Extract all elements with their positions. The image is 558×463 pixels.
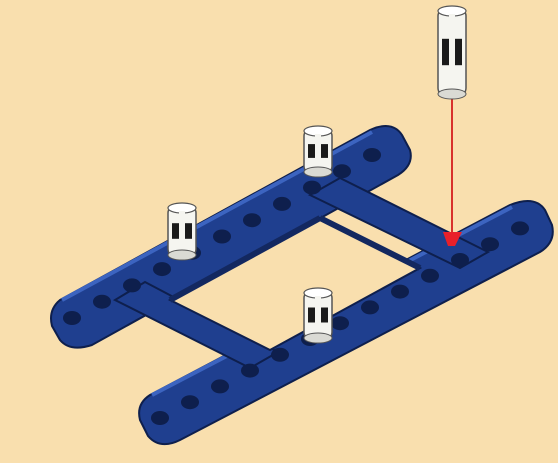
beam-hole xyxy=(481,237,499,251)
beam-hole xyxy=(93,295,111,309)
pin-icon xyxy=(304,288,332,343)
beam-hole xyxy=(123,278,141,292)
beam-hole xyxy=(421,269,439,283)
pin-icon xyxy=(168,203,196,260)
beam-hole xyxy=(333,164,351,178)
beam-hole xyxy=(213,230,231,244)
beam-hole xyxy=(331,316,349,330)
beam-hole xyxy=(271,348,289,362)
beam-hole xyxy=(241,364,259,378)
beam-hole xyxy=(303,181,321,195)
beam-hole xyxy=(361,300,379,314)
floating-pin-icon xyxy=(438,6,466,99)
pin-icon xyxy=(438,6,466,99)
beam-hole xyxy=(243,213,261,227)
pin-icon xyxy=(304,126,332,177)
beam-hole xyxy=(511,221,529,235)
beam-hole xyxy=(151,411,169,425)
beam-hole xyxy=(363,148,381,162)
beam-hole xyxy=(451,253,469,267)
beam-hole xyxy=(391,285,409,299)
beam-hole xyxy=(273,197,291,211)
beam-hole xyxy=(181,395,199,409)
beam-hole xyxy=(153,262,171,276)
beam-hole xyxy=(211,379,229,393)
beam-hole xyxy=(63,311,81,325)
